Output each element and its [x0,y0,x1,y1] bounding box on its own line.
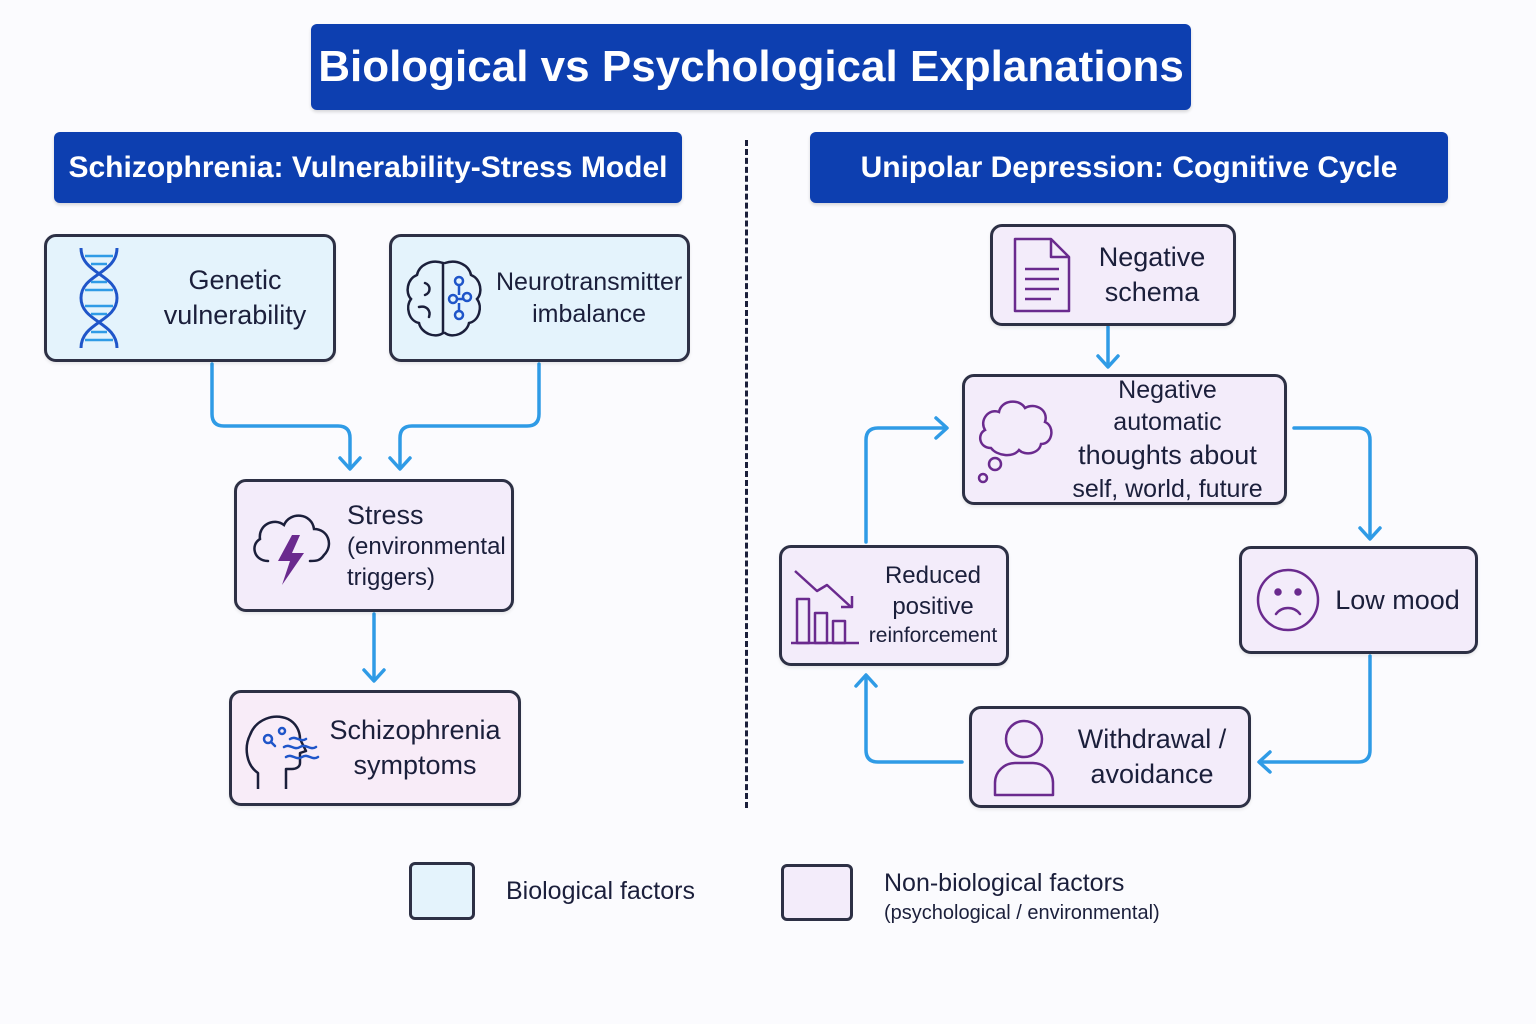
thought-bubble-icon [965,390,1065,490]
neurotransmitter-imbalance-box: Neurotransmitter imbalance [389,234,690,362]
negative-schema-box: Negative schema [990,224,1236,326]
sad-face-icon [1242,566,1334,634]
declining-chart-icon [782,565,868,647]
schizophrenia-symptoms-label: Schizophrenia symptoms [329,715,501,780]
head-profile-icon [232,703,328,793]
arrow-withdrawal-to-reinforcement [864,674,964,764]
low-mood-label: Low mood [1335,584,1460,615]
reduced-reinforcement-label: Reduced positive reinforcement [868,562,998,647]
stress-box: Stress (environmental triggers) [234,479,514,612]
document-icon [993,235,1091,315]
schizophrenia-header: Schizophrenia: Vulnerability-Stress Mode… [54,132,682,203]
arrow-reinforcement-to-thoughts [864,426,948,544]
legend-nonbiological-label: Non-biological factors [884,869,1125,897]
reduced-reinforcement-box: Reduced positive reinforcement [779,545,1009,666]
genetic-vulnerability-label: Genetic vulnerability [163,265,307,330]
arrow-genetic-to-stress [210,362,352,470]
legend-biological-swatch [409,862,475,920]
negative-automatic-thoughts-label: Negative automatic thoughts about self, … [1072,376,1263,503]
schizophrenia-symptoms-box: Schizophrenia symptoms [229,690,521,806]
arrow-mood-to-withdrawal [1258,654,1372,764]
arrow-thoughts-to-mood [1292,426,1372,540]
panel-divider [745,140,748,808]
withdrawal-avoidance-label: Withdrawal / avoidance [1077,724,1227,789]
dna-icon [47,244,151,352]
genetic-vulnerability-box: Genetic vulnerability [44,234,336,362]
withdrawal-avoidance-box: Withdrawal / avoidance [969,706,1251,808]
brain-circuit-icon [392,255,496,341]
legend-nonbiological-swatch [781,864,853,921]
neurotransmitter-imbalance-label: Neurotransmitter imbalance [496,268,683,328]
low-mood-box: Low mood [1239,546,1478,654]
legend-biological-label: Biological factors [506,877,695,905]
negative-schema-label: Negative schema [1098,242,1206,307]
arrow-neuro-to-stress [398,362,541,470]
storm-cloud-icon [237,501,347,591]
depression-header: Unipolar Depression: Cognitive Cycle [810,132,1448,203]
negative-automatic-thoughts-box: Negative automatic thoughts about self, … [962,374,1287,505]
page-title: Biological vs Psychological Explanations [311,24,1191,110]
stress-label: Stress (environmental triggers) [347,499,506,591]
legend-nonbiological-sublabel: (psychological / environmental) [884,902,1160,924]
person-icon [972,717,1076,797]
